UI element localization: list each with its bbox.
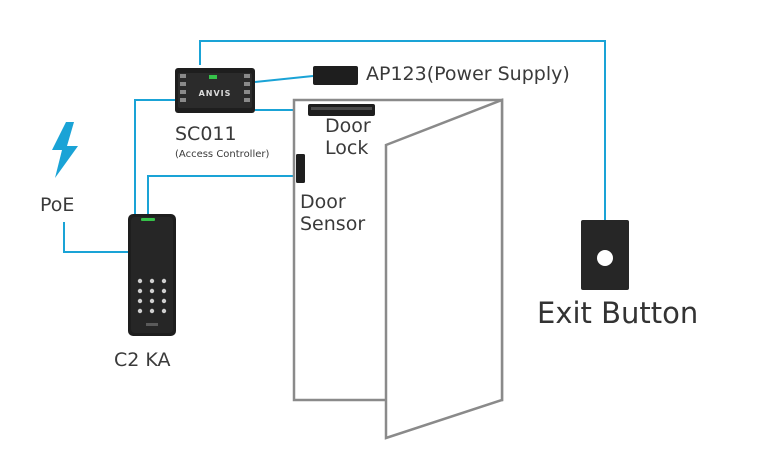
exit-button-knob (597, 250, 613, 266)
wiring (63, 40, 606, 253)
wire-reader-to-door-sensor (147, 175, 298, 222)
keypad (137, 278, 167, 314)
door-lock-plate (311, 107, 372, 110)
controller-desc-label: (Access Controller) (175, 149, 270, 160)
door-lock-label-line2: Lock (325, 137, 369, 159)
poe-label: PoE (40, 194, 75, 216)
access-controller: ANVIS (175, 68, 255, 113)
door-panel (384, 98, 504, 440)
door-sensor (296, 154, 305, 183)
exit-button-device (581, 220, 629, 290)
wire-controller-to-exit-button (199, 40, 606, 220)
controller-name-label: SC011 (175, 123, 237, 145)
power-supply-unit (313, 66, 358, 85)
controller-status-led (209, 75, 217, 79)
door-sensor-label-line1: Door (300, 191, 346, 213)
wire-controller-to-reader (134, 99, 175, 218)
door-lock-label-line1: Door (325, 115, 371, 137)
reader-status-led (141, 218, 155, 221)
reader-brand-mark (146, 323, 158, 326)
card-reader (128, 214, 176, 336)
exit-button-label: Exit Button (537, 296, 699, 330)
controller-logo: ANVIS (199, 89, 232, 98)
terminal-blocks (180, 74, 250, 102)
wire-controller-to-power-supply (254, 75, 314, 83)
reader-label: C2 KA (114, 349, 171, 371)
door-sensor-label-line2: Sensor (300, 213, 366, 235)
lightning-bolt-icon (52, 122, 78, 178)
wire-poe-to-reader (63, 222, 128, 253)
power-supply-label: AP123(Power Supply) (366, 63, 570, 85)
